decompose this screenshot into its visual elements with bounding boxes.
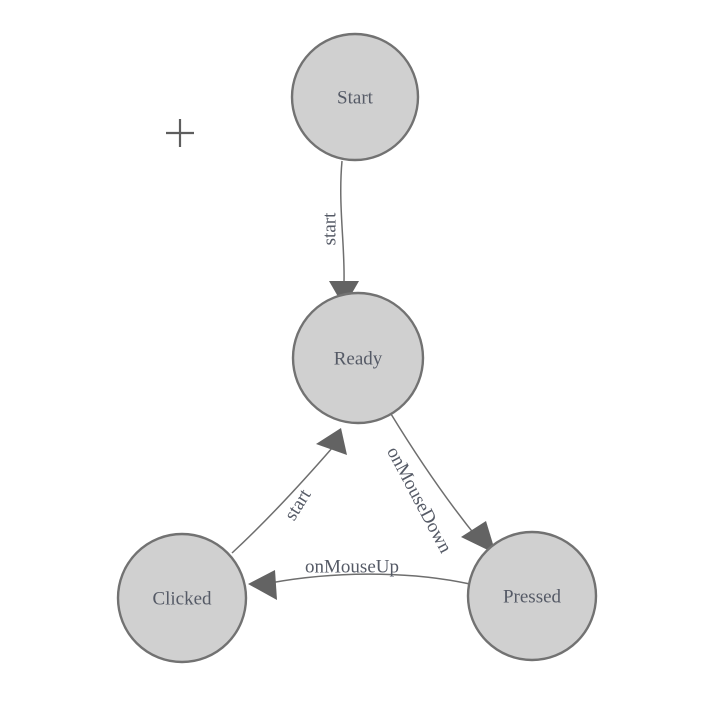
edge-path-start-to-ready: [340, 160, 345, 283]
arrowhead-clicked-to-ready: [316, 428, 347, 455]
arrowhead-pressed-to-clicked: [248, 570, 277, 600]
crosshair-icon: [166, 119, 194, 147]
edge-ready-to-pressed[interactable]: onMouseDown: [382, 413, 496, 557]
edge-path-pressed-to-clicked: [269, 573, 471, 585]
state-node-start-circle: [290, 32, 420, 162]
edge-label-clicked-to-ready: start: [280, 485, 316, 524]
state-node-ready-circle: [291, 291, 425, 425]
edge-label-ready-to-pressed: onMouseDown: [382, 443, 456, 557]
arrowhead-ready-to-pressed: [461, 521, 496, 554]
state-node-start-label: Start: [337, 88, 374, 109]
state-node-ready[interactable]: Ready: [291, 291, 425, 425]
state-node-pressed-circle: [466, 530, 598, 662]
state-node-start[interactable]: Start: [290, 32, 420, 162]
edge-clicked-to-ready[interactable]: start: [231, 428, 347, 554]
state-node-ready-label: Ready: [334, 349, 383, 370]
state-node-pressed[interactable]: Pressed: [466, 530, 598, 662]
state-node-clicked-label: Clicked: [152, 589, 212, 610]
edge-path-clicked-to-ready: [231, 446, 334, 554]
state-node-clicked[interactable]: Clicked: [116, 532, 248, 664]
edge-label-pressed-to-clicked: onMouseUp: [305, 557, 399, 578]
state-node-pressed-label: Pressed: [503, 587, 562, 608]
edge-pressed-to-clicked[interactable]: onMouseUp: [248, 557, 471, 601]
edge-start-to-ready[interactable]: start: [320, 160, 360, 307]
state-node-clicked-circle: [116, 532, 248, 664]
edge-path-ready-to-pressed: [390, 413, 480, 541]
edge-label-start-to-ready: start: [320, 212, 341, 245]
